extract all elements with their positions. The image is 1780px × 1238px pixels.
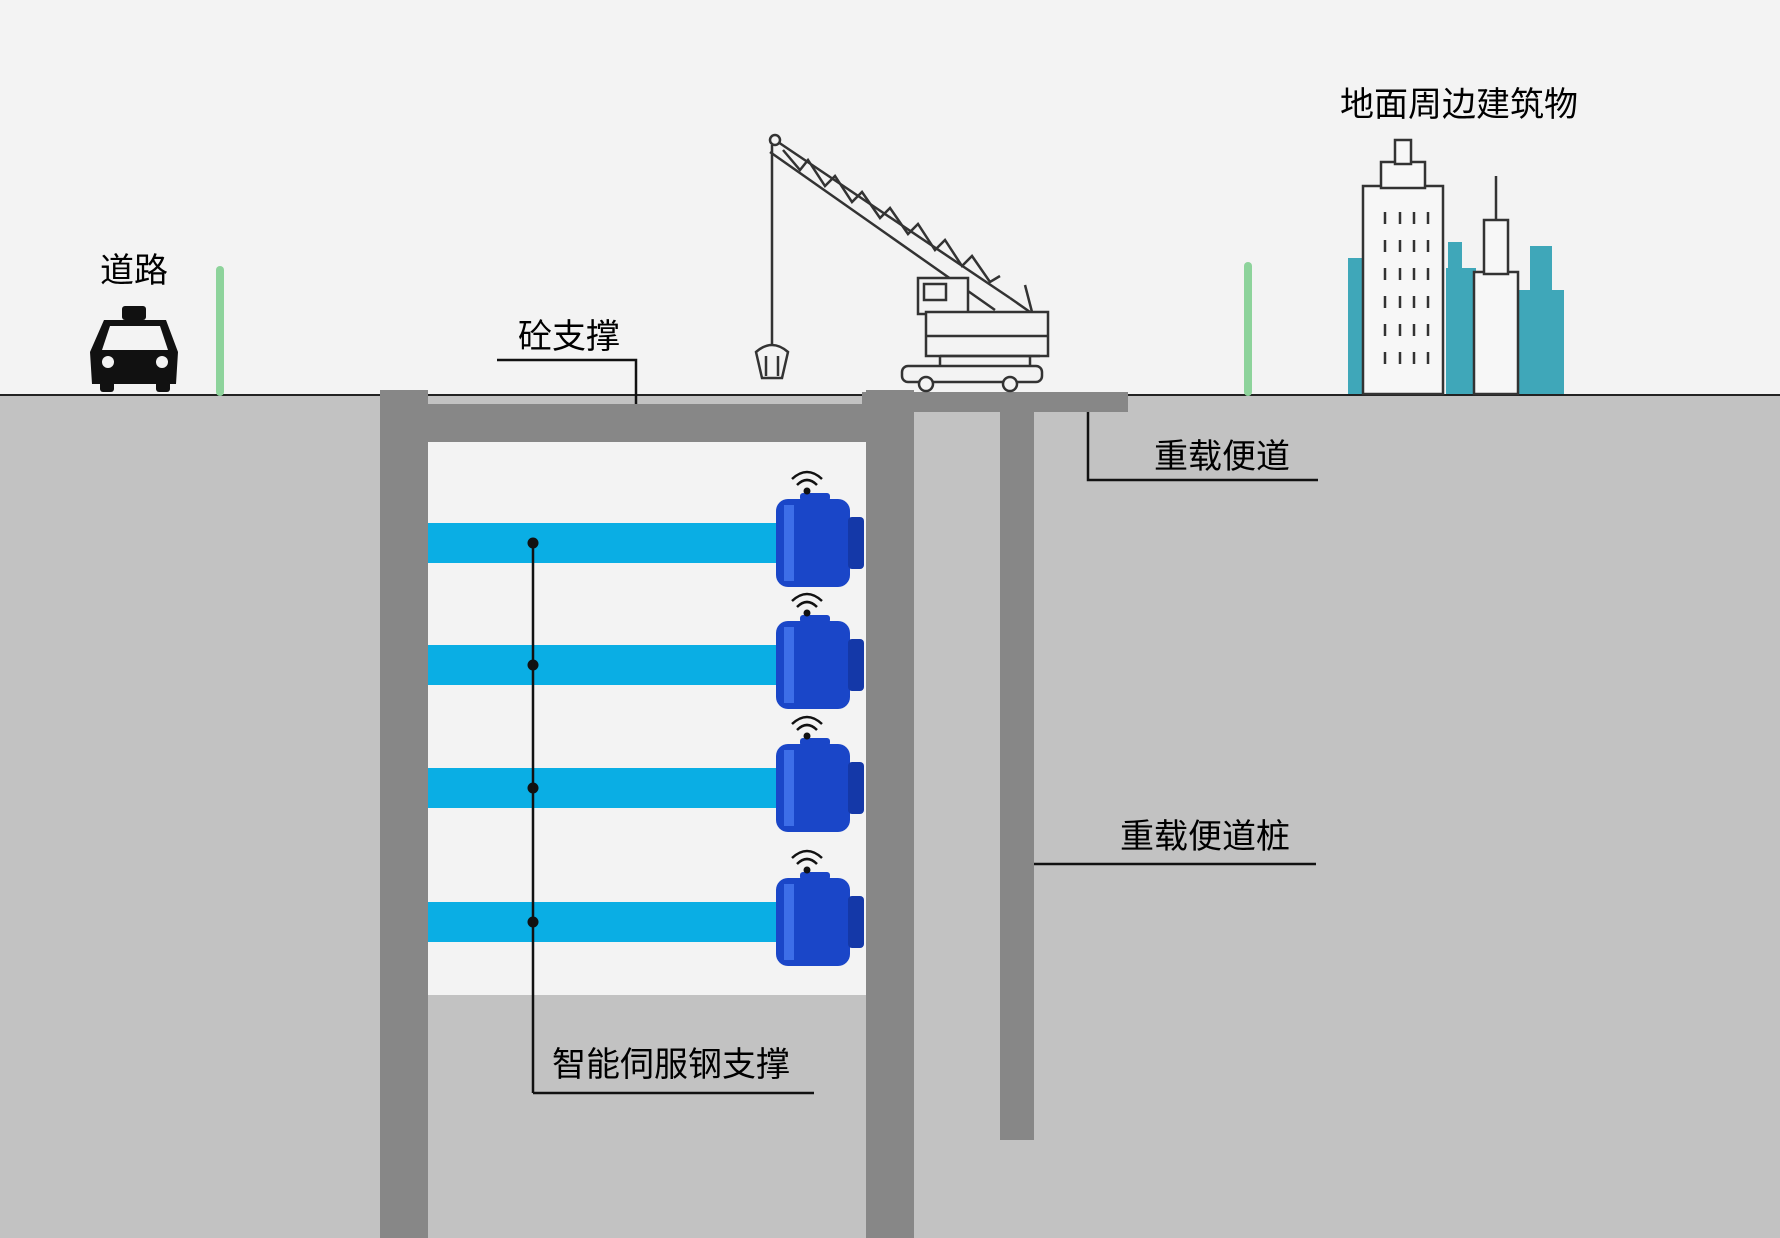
right-retaining-wall: [866, 390, 914, 1238]
steel-strut: [428, 645, 778, 685]
servo-end-plate: [848, 896, 864, 948]
left-pole: [216, 266, 224, 396]
wifi-signal-icon: [791, 715, 823, 740]
road-label: 道路: [100, 251, 168, 291]
wifi-dot: [803, 732, 811, 740]
wifi-arc: [796, 723, 818, 731]
wifi-dot: [803, 866, 811, 874]
servo-body: [776, 878, 850, 966]
city-buildings-icon: [1348, 138, 1564, 396]
wifi-arc: [791, 592, 823, 602]
servo-jack-icon: [776, 738, 864, 832]
wifi-dot: [803, 609, 811, 617]
steel-strut: [428, 902, 778, 942]
wifi-arc: [796, 857, 818, 865]
trestle-pile-label: 重载便道桩: [1120, 817, 1290, 857]
servo-body: [776, 499, 850, 587]
heavy-trestle-label: 重载便道: [1154, 437, 1290, 477]
heavy-trestle-leader: [1086, 412, 1318, 482]
wifi-arc: [791, 849, 823, 859]
servo-end-plate: [848, 517, 864, 569]
servo-highlight: [784, 750, 794, 826]
taxi-icon: [90, 306, 178, 392]
servo-end-plate: [848, 762, 864, 814]
surrounding-buildings-label: 地面周边建筑物: [1340, 85, 1578, 125]
right-pole: [1244, 262, 1252, 396]
steel-support-group: [428, 470, 864, 966]
steel-strut: [428, 523, 778, 563]
crawler-crane-icon: [754, 133, 1050, 393]
concrete-support-beam: [428, 404, 866, 442]
servo-jack-icon: [776, 615, 864, 709]
servo-body: [776, 621, 850, 709]
steel-strut: [428, 768, 778, 808]
servo-highlight: [784, 505, 794, 581]
servo-highlight: [784, 627, 794, 703]
concrete-support-leader: [497, 358, 638, 404]
servo-jack-icon: [776, 872, 864, 966]
wifi-signal-icon: [791, 470, 823, 495]
wifi-arc: [791, 470, 823, 480]
servo-top-lug: [800, 872, 830, 880]
wifi-arc: [796, 478, 818, 486]
servo-jack-icon: [776, 493, 864, 587]
servo-top-lug: [800, 493, 830, 501]
servo-end-plate: [848, 639, 864, 691]
wifi-signal-icon: [791, 849, 823, 874]
servo-highlight: [784, 884, 794, 960]
smart-servo-support-label: 智能伺服钢支撑: [552, 1045, 790, 1085]
heavy-trestle-pile: [1000, 412, 1034, 1140]
wifi-arc: [796, 600, 818, 608]
servo-body: [776, 744, 850, 832]
left-retaining-wall: [380, 390, 428, 1238]
heavy-trestle-deck: [862, 392, 1128, 412]
wifi-signal-icon: [791, 592, 823, 617]
wifi-arc: [791, 715, 823, 725]
concrete-support-label: 砼支撑: [518, 317, 620, 357]
wifi-dot: [803, 487, 811, 495]
servo-top-lug: [800, 738, 830, 746]
servo-top-lug: [800, 615, 830, 623]
